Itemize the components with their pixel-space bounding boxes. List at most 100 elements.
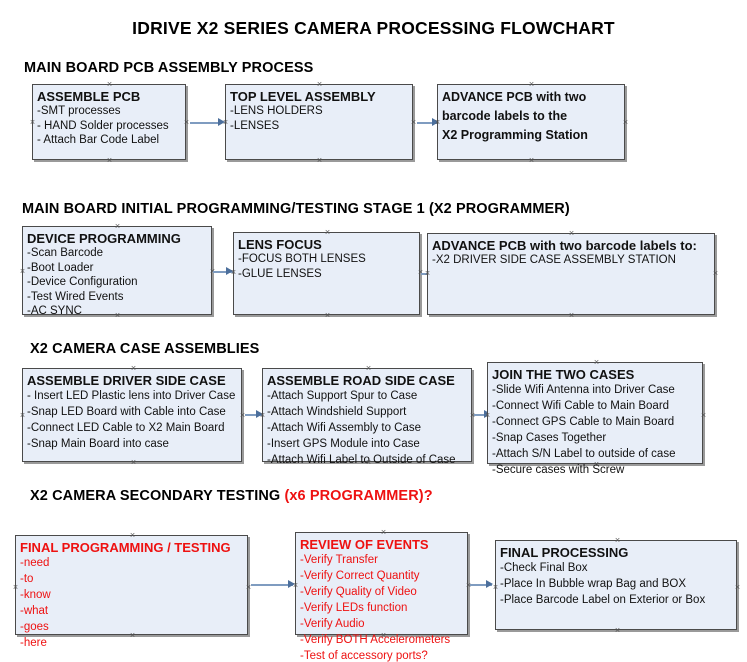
node-line: -LENSES [230, 119, 280, 132]
connection-handle-top[interactable] [129, 532, 136, 539]
node-line: -here [20, 637, 47, 649]
connection-handle-right[interactable] [622, 119, 629, 126]
connection-handle-bottom[interactable] [106, 157, 113, 164]
node-line: -Verify Transfer [300, 554, 378, 566]
connection-handle-bottom[interactable] [114, 312, 121, 319]
connection-handle-bottom[interactable] [380, 632, 387, 639]
node-line: -Connect LED Cable to X2 Main Board [27, 422, 225, 434]
section-header-main-board-pcb-assembly: MAIN BOARD PCB ASSEMBLY PROCESS [24, 60, 313, 76]
connector-top-level-to-advance [417, 122, 441, 124]
connection-handle-bottom[interactable] [129, 632, 136, 639]
node-line: -Connect GPS Cable to Main Board [492, 416, 675, 428]
node-line: barcode labels to the [442, 109, 568, 123]
node-line: -Attach S/N Label to outside of case [492, 448, 676, 460]
node-line: -X2 DRIVER SIDE CASE ASSEMBLY STATION [432, 254, 676, 266]
connection-handle-bottom[interactable] [130, 459, 137, 466]
node-line: -Attach Support Spur to Case [267, 390, 418, 402]
node-line: -Verify Audio [300, 618, 365, 630]
connection-handle-top[interactable] [593, 359, 600, 366]
node-line: -Scan Barcode [27, 247, 104, 259]
connector-review-to-final-processing [470, 584, 492, 586]
node-assemble-driver-side-case[interactable]: ASSEMBLE DRIVER SIDE CASE - Insert LED P… [22, 368, 242, 462]
connection-handle-bottom[interactable] [568, 312, 575, 319]
node-advance-pcb-programming-station[interactable]: ADVANCE PCB with two barcode labels to t… [437, 84, 625, 160]
node-line: -AC SYNC [27, 305, 82, 317]
connection-handle-bottom[interactable] [324, 312, 331, 319]
connection-handle-left[interactable] [19, 412, 26, 419]
connection-handle-bottom[interactable] [593, 461, 600, 468]
node-review-of-events[interactable]: REVIEW OF EVENTS -Verify Transfer -Verif… [292, 529, 468, 662]
connection-handle-left[interactable] [492, 584, 499, 591]
node-line: -Boot Loader [27, 261, 94, 274]
connection-handle-top[interactable] [365, 365, 372, 372]
connection-handle-top[interactable] [106, 81, 113, 88]
connection-handle-top[interactable] [324, 229, 331, 236]
node-line: -Test Wired Events [27, 290, 124, 303]
node-line: -Verify LEDs function [300, 602, 408, 614]
node-header: ASSEMBLE ROAD SIDE CASE [267, 373, 455, 388]
connection-handle-top[interactable] [130, 365, 137, 372]
node-line: -Verify Correct Quantity [300, 570, 420, 582]
connection-handle-left[interactable] [259, 412, 266, 419]
connection-handle-right[interactable] [700, 412, 707, 419]
node-header: TOP LEVEL ASSEMBLY [230, 89, 376, 104]
connection-handle-right[interactable] [734, 584, 741, 591]
node-join-the-two-cases[interactable]: JOIN THE TWO CASES -Slide Wifi Antenna i… [484, 359, 703, 476]
connection-handle-bottom[interactable] [316, 157, 323, 164]
section-header-x2-camera-secondary-testing: X2 CAMERA SECONDARY TESTING (x6 PROGRAMM… [30, 488, 433, 504]
node-line: -Connect Wifi Cable to Main Board [492, 400, 670, 412]
node-line: -Check Final Box [500, 562, 588, 574]
node-line: -Snap LED Board with Cable into Case [27, 406, 226, 418]
node-advance-pcb-driver-side-station[interactable]: ADVANCE PCB with two barcode labels to: … [427, 233, 715, 315]
connection-handle-bottom[interactable] [365, 459, 372, 466]
connection-handle-top[interactable] [316, 81, 323, 88]
node-header: FINAL PROCESSING [500, 545, 629, 560]
node-header: REVIEW OF EVENTS [300, 537, 429, 552]
connection-handle-top[interactable] [114, 223, 121, 230]
node-final-processing[interactable]: FINAL PROCESSING -Check Final Box -Place… [495, 540, 737, 630]
connection-handle-top[interactable] [568, 230, 575, 237]
section-header-accent-text: (x6 PROGRAMMER)? [284, 488, 433, 504]
node-assemble-road-side-case[interactable]: ASSEMBLE ROAD SIDE CASE -Attach Support … [259, 365, 472, 466]
section-header-text: X2 CAMERA CASE ASSEMBLIES [30, 341, 260, 357]
connection-handle-left[interactable] [222, 119, 229, 126]
connection-handle-left[interactable] [292, 582, 299, 589]
connection-handle-left[interactable] [29, 119, 36, 126]
node-line: - HAND Solder processes [37, 119, 169, 132]
node-line: -Verify Quality of Video [300, 586, 417, 598]
connection-handle-left[interactable] [434, 119, 441, 126]
connection-handle-left[interactable] [19, 268, 26, 275]
page-title: IDRIVE X2 SERIES CAMERA PROCESSING FLOWC… [132, 18, 615, 38]
connection-handle-right[interactable] [410, 119, 417, 126]
connection-handle-right[interactable] [712, 270, 719, 277]
connection-handle-left[interactable] [12, 584, 19, 591]
connection-handle-right[interactable] [183, 119, 190, 126]
connection-handle-top[interactable] [614, 537, 621, 544]
node-line: -SMT processes [37, 105, 121, 117]
connector-final-prog-to-review [251, 584, 293, 586]
node-top-level-assembly[interactable]: TOP LEVEL ASSEMBLY -LENS HOLDERS -LENSES [225, 84, 413, 160]
node-line: - Insert LED Plastic lens into Driver Ca… [27, 390, 236, 402]
connection-handle-bottom[interactable] [528, 157, 535, 164]
connection-handle-top[interactable] [380, 529, 387, 536]
node-lens-focus[interactable]: LENS FOCUS -FOCUS BOTH LENSES -GLUE LENS… [233, 232, 420, 315]
connection-handle-top[interactable] [528, 81, 535, 88]
connection-handle-left[interactable] [484, 412, 491, 419]
connection-handle-left[interactable] [230, 269, 237, 276]
connection-handle-left[interactable] [424, 270, 431, 277]
section-header-text: MAIN BOARD PCB ASSEMBLY PROCESS [24, 60, 314, 76]
node-line: -Snap Cases Together [492, 432, 607, 444]
node-device-programming[interactable]: DEVICE PROGRAMMING -Scan Barcode -Boot L… [19, 223, 212, 317]
node-line: ADVANCE PCB with two [442, 90, 587, 104]
connection-handle-bottom[interactable] [614, 627, 621, 634]
section-header-text: MAIN BOARD INITIAL PROGRAMMING/TESTING S… [22, 201, 570, 217]
node-line: -Slide Wifi Antenna into Driver Case [492, 384, 675, 396]
node-line: -Secure cases with Screw [492, 464, 625, 476]
node-line: -Device Configuration [27, 276, 138, 288]
node-final-programming-testing[interactable]: FINAL PROGRAMMING / TESTING -need -to -k… [12, 532, 248, 649]
node-line: -Place In Bubble wrap Bag and BOX [500, 578, 687, 590]
node-header: DEVICE PROGRAMMING [27, 231, 181, 246]
node-assemble-pcb[interactable]: ASSEMBLE PCB -SMT processes - HAND Solde… [32, 84, 186, 160]
node-header: ASSEMBLE DRIVER SIDE CASE [27, 373, 226, 388]
